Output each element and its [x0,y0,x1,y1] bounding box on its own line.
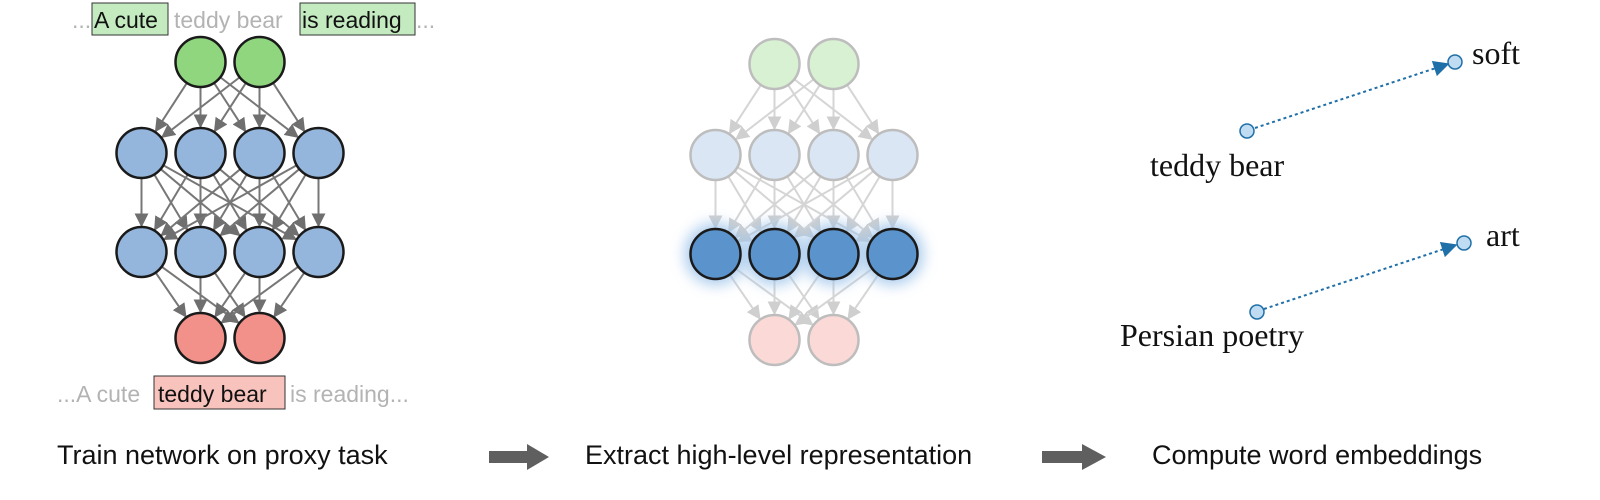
hidden-node [748,227,801,281]
output-suffix: is reading... [290,381,409,407]
input-node [174,35,227,89]
embedding-label-source-1: teddy bear [1150,147,1285,183]
caption-extract: Extract high-level representation [585,440,972,470]
output-highlight: teddy bear [158,381,267,407]
edge [154,272,187,318]
input-highlight-2-box [299,2,416,36]
edge [273,272,306,318]
embedding-pair-2: Persian poetry art [1120,217,1520,353]
hidden-node [866,128,919,182]
edge [271,173,307,231]
embedding-arrow-1 [1254,60,1450,129]
edge [845,175,881,233]
input-suffix: ... [416,7,435,33]
edge [160,76,241,138]
hidden-node [689,227,742,281]
input-node [807,37,860,91]
edge [846,84,880,135]
edge [728,84,762,135]
embedding-label-target-2: art [1486,217,1520,253]
edge [788,274,821,320]
hidden-node [174,126,227,180]
output-highlight-box [153,375,286,410]
edge [727,175,763,233]
input-sentence: ... A cute teddy bear is reading ... [72,2,435,36]
input-highlight-1: A cute [94,7,158,33]
hidden-node [689,128,742,182]
output-prefix: ...A cute [57,381,140,407]
edge [793,170,874,239]
input-highlight-1-box [91,2,169,36]
panel-extract: Extract high-level representation [585,37,972,470]
network-train [134,76,326,324]
embedding-label-target-1: soft [1472,35,1520,71]
input-middle: teddy bear [174,7,283,33]
network-train-nodes [115,35,345,365]
edge [160,168,241,237]
input-highlight-2: is reading [302,7,402,33]
edge [847,274,880,320]
embedding-pair-1: teddy bear soft [1150,35,1520,183]
output-node [233,311,286,365]
input-node [233,35,286,89]
embedding-label-source-2: Persian poetry [1120,317,1304,353]
caption-train: Train network on proxy task [57,440,388,470]
panel-embeddings: teddy bear soft Persian poetry art Compu… [1120,35,1520,470]
edge [214,272,247,318]
hidden-node [292,225,345,279]
caption-embeddings: Compute word embeddings [1152,440,1482,470]
embedding-point-source-1 [1239,123,1255,139]
hidden-node [807,128,860,182]
output-node [807,313,860,367]
output-node [748,313,801,367]
output-sentence: ...A cute teddy bear is reading... [57,375,409,410]
embedding-arrow-2 [1263,241,1458,310]
edge [213,82,247,133]
embedding-point-target-2 [1456,235,1472,251]
hidden-node [115,126,168,180]
hidden-node [807,227,860,281]
edge [794,267,873,326]
edge [219,168,300,237]
edge [162,164,298,241]
input-prefix: ... [72,7,91,33]
network-extract [708,78,900,326]
hidden-node [233,225,286,279]
edge [728,274,761,320]
edge [734,78,815,140]
hidden-node [115,225,168,279]
edge [153,173,189,231]
edge [272,82,306,133]
edge [220,265,299,324]
hidden-node [866,227,919,281]
hidden-node [174,225,227,279]
embedding-point-target-1 [1447,54,1463,70]
flow-arrow-2 [1042,444,1106,470]
hidden-node [292,126,345,180]
embedding-point-source-2 [1249,304,1265,320]
hidden-node [748,128,801,182]
flow-arrow-1 [489,444,549,470]
input-node [748,37,801,91]
output-node [174,311,227,365]
edge [734,170,815,239]
hidden-node [233,126,286,180]
edge [787,84,821,135]
edge [154,82,188,133]
network-extract-nodes [684,37,924,367]
panel-train: ... A cute teddy bear is reading ... ...… [57,2,435,470]
